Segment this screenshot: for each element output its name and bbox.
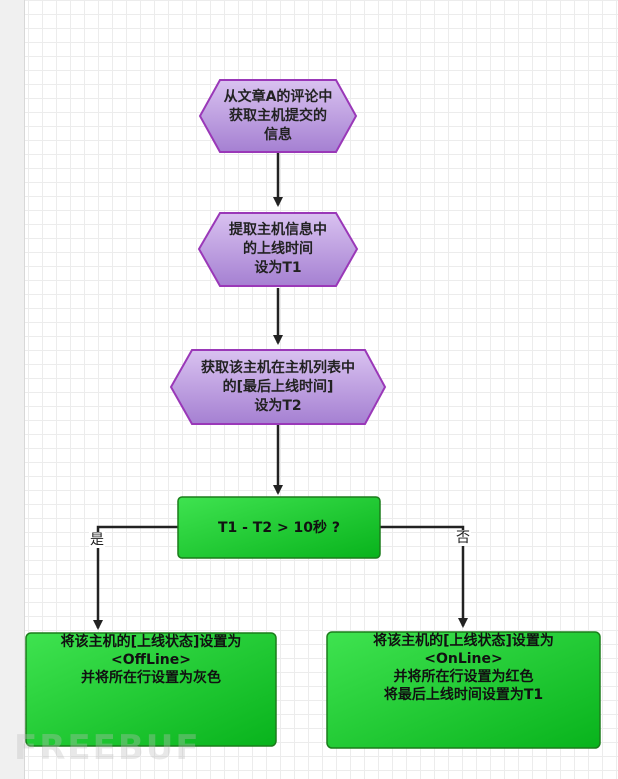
result-no-shape[interactable] — [326, 631, 601, 749]
left-ruler-strip — [0, 0, 25, 779]
edge-label-yes: 是 — [89, 532, 105, 548]
result-yes-shape[interactable] — [25, 632, 277, 747]
decision-shape[interactable] — [177, 496, 381, 559]
edge-label-no: 否 — [455, 530, 471, 546]
process-step3-shape[interactable] — [169, 349, 387, 425]
process-step1-shape[interactable] — [198, 79, 358, 153]
freebuf-watermark-logo: FREEBUF — [14, 728, 201, 768]
arrow-decision-no — [380, 525, 468, 628]
process-step2-shape[interactable] — [197, 212, 359, 287]
arrow-decision-yes — [93, 525, 178, 630]
